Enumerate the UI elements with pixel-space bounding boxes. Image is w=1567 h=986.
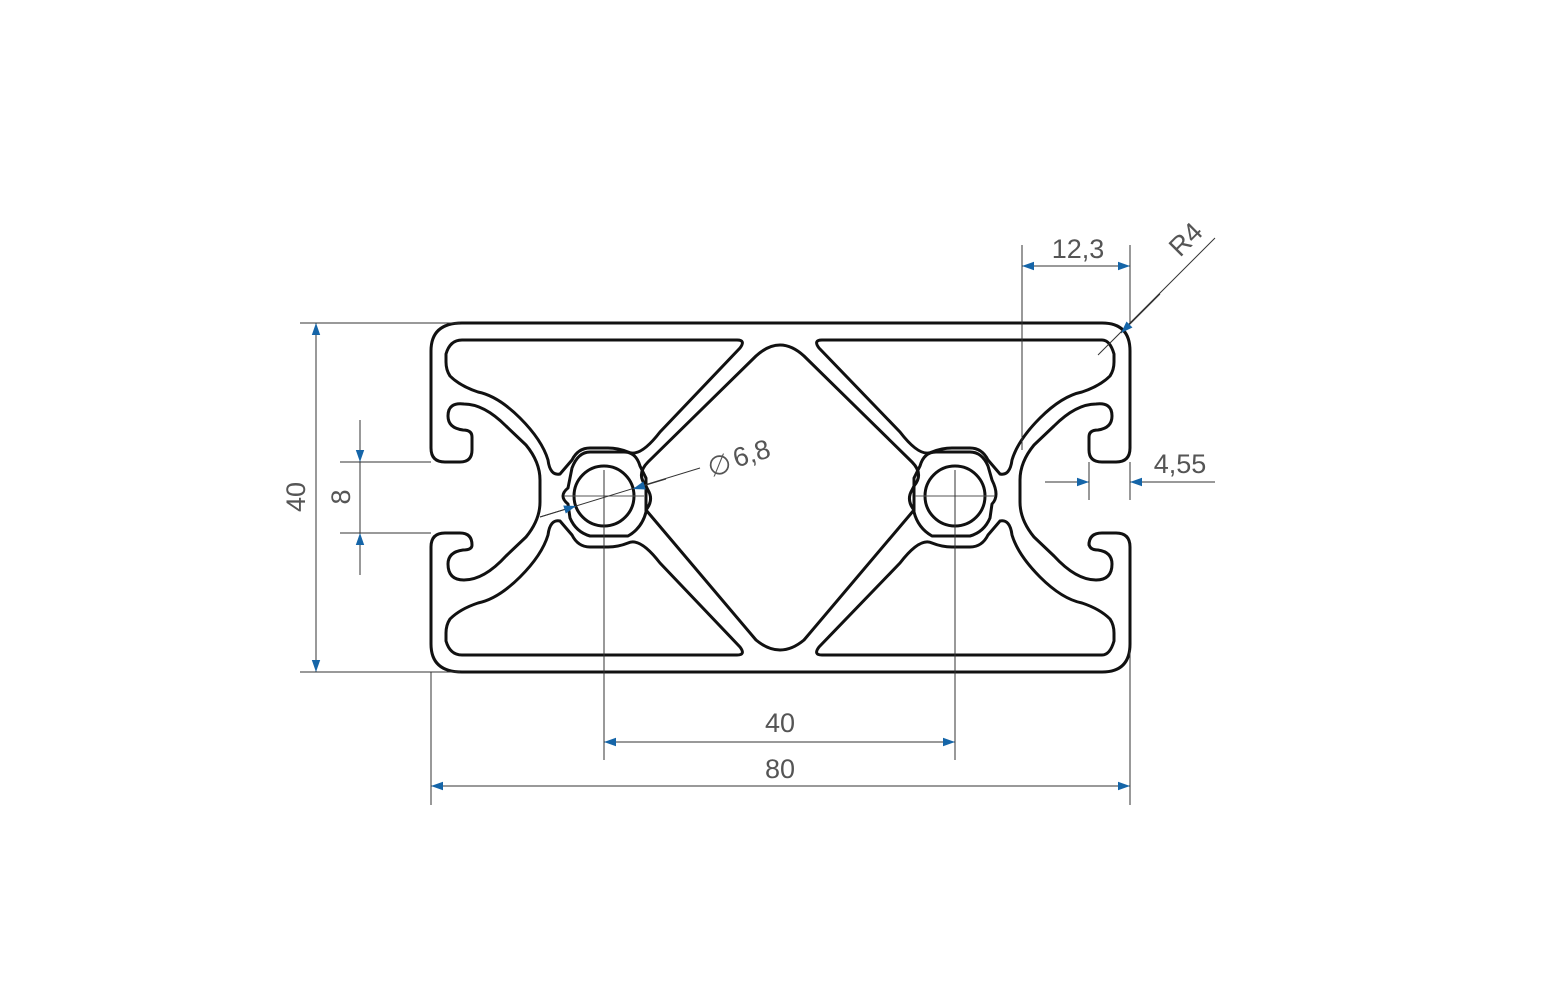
label-slot-width: 8 xyxy=(326,489,356,504)
cavity-center-diamond xyxy=(640,343,920,652)
label-top-width: 12,3 xyxy=(1052,234,1105,264)
center-lines xyxy=(564,470,995,760)
hole-housing-right xyxy=(912,450,998,538)
arrow-radius xyxy=(1120,293,1161,334)
arrow-diameter-left xyxy=(539,505,577,518)
arrow-diameter-right xyxy=(632,478,667,490)
dimension-corner-radius: R4 xyxy=(1097,217,1216,356)
label-corner-radius: R4 xyxy=(1163,217,1209,263)
label-hole-spacing: 40 xyxy=(765,708,795,738)
label-hole-diameter: 6,8 xyxy=(729,434,774,474)
dimension-overall-height: 40 xyxy=(281,322,460,673)
label-slot-depth: 4,55 xyxy=(1154,449,1207,479)
dimension-hole-spacing: 40 xyxy=(604,708,955,747)
diameter-symbol: ∅ xyxy=(704,448,735,484)
dimension-overall-width: 80 xyxy=(430,650,1131,805)
cavity-top-left xyxy=(444,338,744,476)
cavity-bottom-right xyxy=(815,519,1116,657)
dimension-slot-width: 8 xyxy=(326,420,431,575)
label-overall-width: 80 xyxy=(765,754,795,784)
label-diameter-group: ∅ 6,8 xyxy=(704,434,774,484)
hole-housing-left xyxy=(561,450,648,538)
dimension-slot-depth: 4,55 xyxy=(1045,449,1215,500)
dimension-top-width: 12,3 xyxy=(1021,234,1131,450)
cavity-top-right xyxy=(815,338,1116,476)
cavity-bottom-left xyxy=(444,519,744,657)
label-overall-height: 40 xyxy=(281,482,311,512)
profile-outer-contour xyxy=(429,321,1132,674)
leader-radius xyxy=(1097,237,1216,356)
